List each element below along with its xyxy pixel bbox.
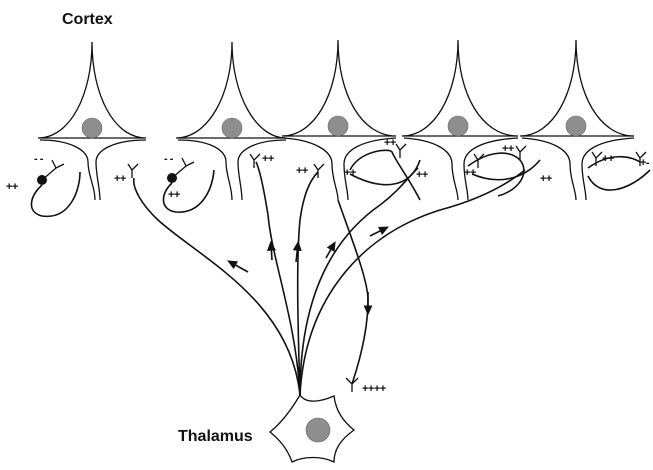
soma-nucleus — [566, 116, 586, 136]
thalamocortical-fiber-2 — [256, 162, 300, 395]
sign-thalamic-feedback: ++++ — [362, 383, 386, 395]
soma-nucleus — [222, 118, 242, 138]
sign-cortical-5a: ++ — [602, 153, 614, 165]
soma-nucleus — [448, 116, 468, 136]
thalamocortical-arrow-2 — [271, 244, 272, 260]
cortical-collateral — [350, 150, 420, 200]
synapse-terminal — [250, 154, 260, 168]
cortex-label: Cortex — [62, 11, 113, 28]
sign-cortical-1-plus: ++ — [114, 173, 126, 185]
thalamocortical-arrow-1 — [230, 262, 248, 272]
sign-inhib-2-minus: - - — [164, 153, 174, 165]
synapse-terminal — [128, 164, 138, 178]
sign-cortical-3c: ++ — [416, 169, 428, 181]
sign-cortical-4c: ++ — [540, 173, 552, 185]
sign-cortical-3b: ++ — [384, 137, 396, 149]
thalamic-relay-neuron — [270, 395, 354, 462]
thalamocortical-fiber-5 — [300, 170, 525, 395]
pyramidal-neuron-5 — [520, 40, 634, 200]
thalamocortical-fiber-1 — [134, 178, 300, 395]
sign-inhib-1-plus: ++ — [6, 181, 18, 193]
pyramidal-neuron-1 — [38, 42, 146, 200]
inhibitory-interneuron-1 — [31, 160, 80, 216]
pyramidal-neuron-2 — [176, 42, 286, 200]
sign-inhib-2-plus: ++ — [168, 189, 180, 201]
soma-nucleus — [82, 118, 102, 138]
sign-cortical-5b: +- — [640, 157, 650, 169]
sign-thal-to-p3: ++ — [296, 165, 308, 177]
feedback-synapse-terminal — [346, 378, 358, 392]
cortical-collateral — [472, 160, 540, 180]
inhibitory-interneuron-2 — [163, 158, 214, 212]
sign-cortical-3a: ++ — [344, 167, 356, 179]
soma-nucleus — [328, 116, 348, 136]
thalamocortical-arrow-5 — [370, 228, 386, 236]
sign-cortical-4b: ++ — [502, 143, 514, 155]
synapse-terminal — [396, 144, 406, 158]
thalamus-label: Thalamus — [178, 428, 253, 445]
sign-cortical-2-plus: ++ — [262, 153, 274, 165]
sign-cortical-4a: ++ — [464, 167, 476, 179]
thalamic-nucleus — [306, 418, 330, 442]
sign-inhib-1-minus: - - — [34, 153, 44, 165]
cortical-collateral — [588, 170, 650, 190]
